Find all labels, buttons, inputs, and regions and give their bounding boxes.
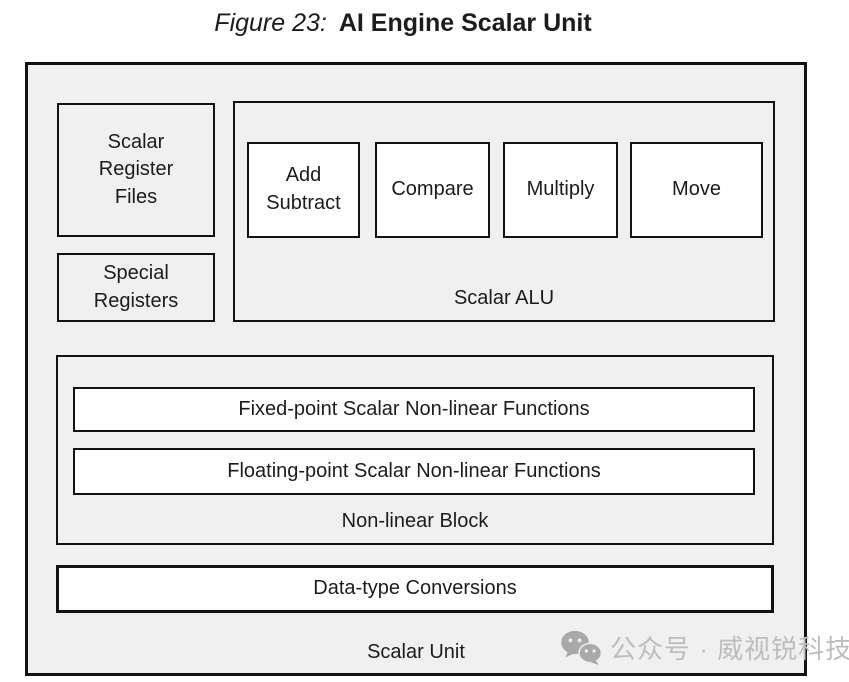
floating-point-functions-bar: Floating-point Scalar Non-linear Functio… [73, 448, 755, 495]
special-registers-box: Special Registers [57, 253, 215, 322]
figure-caption: Figure 23: AI Engine Scalar Unit [12, 8, 794, 38]
alu-op-add-subtract: Add Subtract [247, 142, 360, 238]
scalar-alu-label: Scalar ALU [453, 287, 555, 309]
alu-op-compare: Compare [375, 142, 490, 238]
alu-op-multiply: Multiply [503, 142, 618, 238]
nonlinear-block-label: Non-linear Block [341, 510, 489, 532]
scalar-alu-box: Add Subtract Compare Multiply Move Scala… [233, 101, 775, 322]
scalar-unit-label: Scalar Unit [367, 641, 465, 663]
fixed-point-functions-bar: Fixed-point Scalar Non-linear Functions [73, 387, 755, 432]
scalar-unit-panel: Scalar Register Files Special Registers … [25, 62, 807, 676]
figure-title: AI Engine Scalar Unit [338, 9, 592, 37]
alu-op-move: Move [630, 142, 763, 238]
scalar-register-files-box: Scalar Register Files [57, 103, 215, 237]
data-type-conversions-bar: Data-type Conversions [56, 565, 774, 613]
nonlinear-block-box: Fixed-point Scalar Non-linear Functions … [56, 355, 774, 545]
figure-label: Figure 23: [214, 9, 327, 37]
